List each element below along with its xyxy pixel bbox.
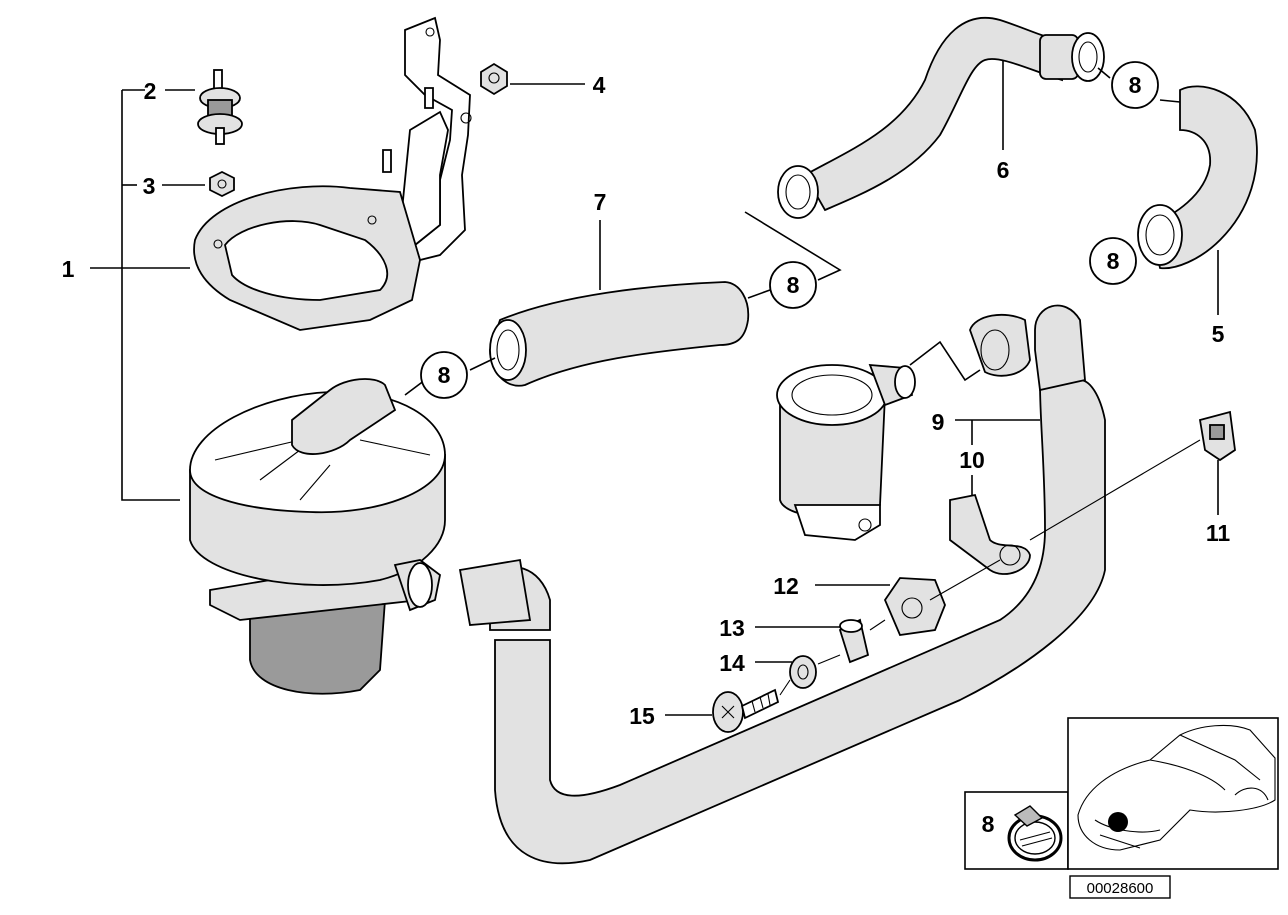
location-marker-icon	[1108, 812, 1128, 832]
nut-part-3	[209, 170, 235, 198]
rubber-mount-part	[197, 69, 243, 145]
inset-clamp-label: 8	[982, 811, 995, 837]
bracket-part	[193, 16, 472, 331]
hose-part-9	[458, 304, 1106, 865]
callout-circle	[1089, 237, 1137, 285]
callout-9: 9	[932, 409, 945, 435]
hose-clamp-upper	[969, 313, 1031, 377]
callout-3: 3	[143, 173, 156, 199]
callout-8: 8	[1107, 248, 1120, 274]
car-outline-icon	[1077, 724, 1276, 851]
hose-part-5	[1137, 85, 1258, 270]
air-pump-part	[189, 378, 446, 695]
callout-8: 8	[1129, 72, 1142, 98]
sleeve-part-13	[838, 618, 870, 664]
callout-13: 13	[719, 615, 745, 641]
inset-clamp-box: 8	[964, 791, 1069, 870]
check-valve-part	[776, 363, 916, 541]
callout-8: 8	[787, 272, 800, 298]
image-code: 00028600	[1087, 880, 1154, 897]
grommet-part-12	[883, 577, 946, 636]
nut-part-4	[480, 62, 508, 96]
hose-clamp-icon	[1007, 805, 1063, 862]
callout-12: 12	[773, 573, 799, 599]
leader-lines	[90, 60, 1219, 716]
clip-bracket-part	[949, 493, 1031, 575]
callout-1: 1	[62, 256, 75, 282]
callout-circle	[420, 351, 468, 399]
washer-part-14	[789, 655, 817, 689]
image-code-box: 00028600	[1069, 875, 1171, 899]
callout-5: 5	[1212, 321, 1225, 347]
callout-circle	[1111, 61, 1159, 109]
callout-14: 14	[719, 650, 745, 676]
callout-2: 2	[144, 78, 157, 104]
clip-nut-part	[1198, 410, 1236, 462]
callout-11: 11	[1206, 520, 1231, 546]
callout-8: 8	[438, 362, 451, 388]
callout-circle	[769, 261, 817, 309]
callout-6: 6	[997, 157, 1010, 183]
callout-7: 7	[594, 189, 607, 215]
hose-part-7	[489, 281, 750, 387]
callout-4: 4	[593, 72, 606, 98]
hose-part-6	[777, 17, 1105, 219]
callout-15: 15	[629, 703, 655, 729]
callout-10: 10	[959, 447, 985, 473]
inset-car-location	[1067, 717, 1279, 870]
screw-part-15	[712, 688, 780, 733]
